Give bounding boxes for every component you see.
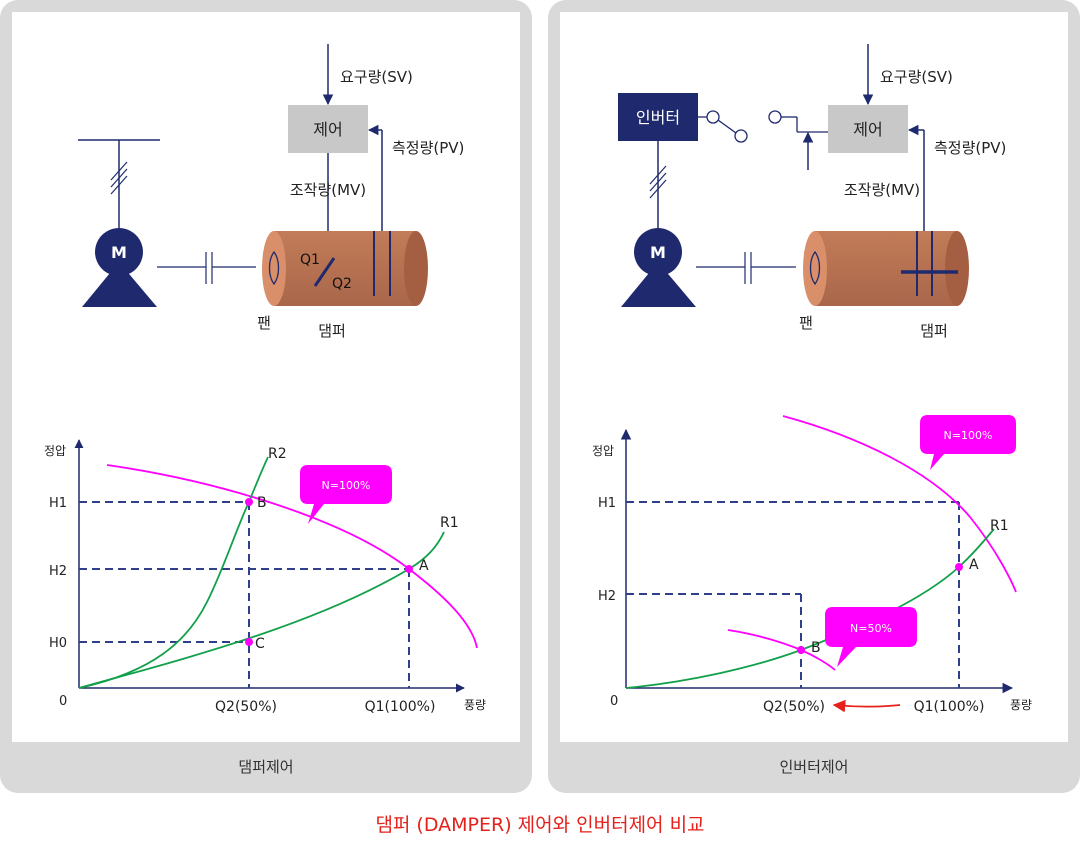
damper-control-svg: 요구량(SV) 제어 측정량(PV) 조작량(MV) M (44, 44, 486, 715)
point-a (405, 565, 413, 573)
damper-control-footer: 댐퍼제어 (238, 758, 294, 776)
shift-arrow (832, 699, 901, 713)
point-b (245, 498, 253, 506)
damper-label: 댐퍼 (318, 322, 346, 340)
motor-label: M (111, 243, 127, 262)
q2-tick: Q2(50%) (763, 699, 825, 715)
callout-n100: N=100% (920, 415, 1016, 470)
h1-tick: H1 (49, 496, 67, 511)
inverter-control-diagram-area: 인버터 조작량(MV) 요구량(SV) 제어 (560, 12, 1068, 742)
q2-label: Q2 (332, 276, 352, 292)
duct-cylinder (803, 231, 969, 306)
damper-blade (313, 257, 336, 287)
right-graph: 정압 풍량 0 H1 H2 Q2(50%) Q1(100%) R1 (592, 415, 1032, 715)
damper-control-diagram-area: 요구량(SV) 제어 측정량(PV) 조작량(MV) M (12, 12, 520, 742)
system-curve-r1 (625, 528, 995, 689)
manipulated-label: 조작량(MV) (290, 181, 366, 199)
r2-label: R2 (268, 446, 287, 462)
fan-icon (268, 250, 280, 286)
system-curve-r1 (78, 531, 445, 689)
fan-icon (809, 250, 821, 286)
switch-icon (698, 110, 828, 143)
callout-n50: N=50% (825, 607, 917, 667)
point-a (955, 563, 963, 571)
h2-tick: H2 (49, 564, 67, 579)
point-c (245, 638, 253, 646)
demand-label: 요구량(SV) (340, 68, 413, 86)
power-tick-2 (649, 172, 667, 192)
measured-label: 측정량(PV) (392, 139, 464, 157)
point-a-label: A (969, 557, 979, 573)
damper-label: 댐퍼 (920, 322, 948, 340)
inverter-box (618, 93, 698, 141)
duct-cylinder (262, 231, 428, 306)
fan-curve-n100 (106, 464, 478, 649)
controller-box (288, 105, 368, 153)
y-axis-label: 정압 (44, 444, 66, 458)
fan-curve-n100 (782, 415, 1017, 593)
manipulated-label: 조작량(MV) (844, 181, 920, 199)
motor-icon: M (621, 228, 696, 307)
motor-label: M (650, 243, 666, 262)
power-tick-3 (110, 175, 128, 195)
callout-n100-label: N=100% (322, 479, 371, 492)
h2-tick: H2 (598, 589, 616, 604)
fan-label: 팬 (799, 314, 813, 332)
inverter-control-footer: 인버터제어 (779, 758, 849, 776)
inverter-control-svg: 인버터 조작량(MV) 요구량(SV) 제어 (592, 44, 1032, 715)
demand-label: 요구량(SV) (880, 68, 953, 86)
callout-n100: N=100% (300, 465, 392, 524)
power-tick-3 (649, 179, 667, 199)
q1-tick: Q1(100%) (914, 699, 985, 715)
motor-icon: M (82, 228, 157, 307)
figure-caption: 댐퍼 (DAMPER) 제어와 인버터제어 비교 (375, 814, 705, 836)
left-graph: 정압 풍량 0 H1 H2 H0 Q2(50%) Q1(100%) (44, 439, 486, 715)
h0-tick: H0 (49, 636, 67, 651)
damper-control-panel: 요구량(SV) 제어 측정량(PV) 조작량(MV) M (0, 0, 532, 793)
controller-label: 제어 (853, 120, 882, 139)
power-tick-2 (110, 168, 128, 188)
point-b (797, 646, 805, 654)
origin-label: 0 (59, 694, 67, 709)
controller-label: 제어 (313, 120, 342, 139)
point-b-label: B (257, 495, 267, 511)
fan-label: 팬 (257, 314, 271, 332)
q2-tick: Q2(50%) (215, 699, 277, 715)
y-axis-label: 정압 (592, 444, 614, 458)
power-tick-1 (649, 165, 667, 185)
system-curve-r2 (78, 456, 269, 689)
point-c-label: C (255, 636, 265, 652)
q1-tick: Q1(100%) (365, 699, 436, 715)
callout-n100-label: N=100% (944, 429, 993, 442)
inverter-control-panel: 인버터 조작량(MV) 요구량(SV) 제어 (548, 0, 1080, 793)
h1-tick: H1 (598, 496, 616, 511)
measured-label: 측정량(PV) (934, 139, 1006, 157)
inverter-label: 인버터 (636, 108, 680, 127)
x-axis-label: 풍량 (464, 698, 486, 712)
point-b-label: B (811, 640, 821, 656)
power-tick-1 (110, 161, 128, 181)
r1-label: R1 (440, 515, 459, 531)
origin-label: 0 (610, 694, 618, 709)
x-axis-label: 풍량 (1010, 698, 1032, 712)
q1-label: Q1 (300, 252, 320, 268)
point-a-label: A (419, 558, 429, 574)
r1-label: R1 (990, 518, 1009, 534)
callout-n50-label: N=50% (850, 622, 892, 635)
controller-box (828, 105, 908, 153)
